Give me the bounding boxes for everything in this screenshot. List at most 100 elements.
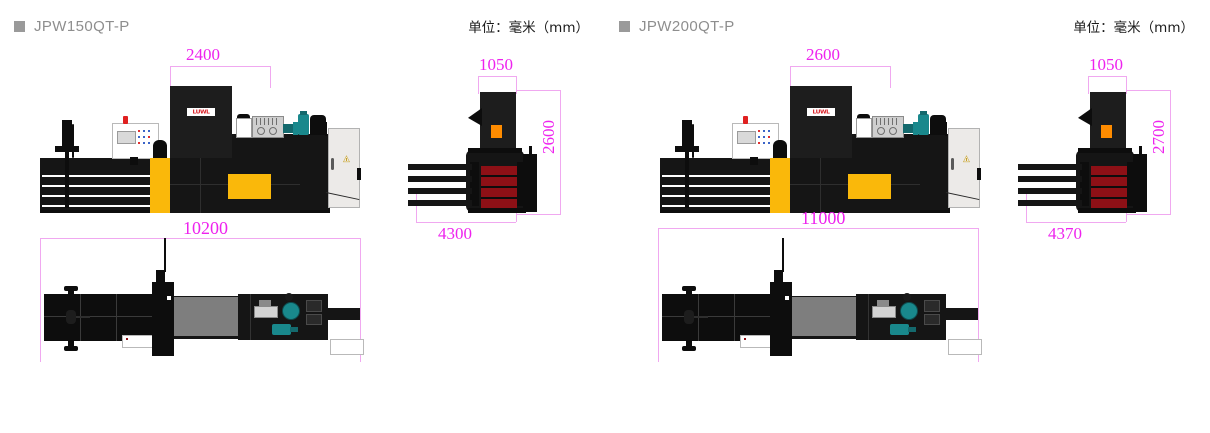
cooler-radiator: [872, 116, 904, 138]
hopper-indicator-badge: [491, 125, 502, 138]
brand-logo-text: LUWL: [192, 109, 210, 115]
plan-left-frame: [662, 294, 770, 341]
wire-channel-bar: [42, 185, 162, 187]
control-display-screen: [737, 131, 756, 144]
housing-top-rail: [1078, 148, 1132, 153]
plan-left-ledge: [122, 335, 154, 348]
radiator-port: [269, 127, 277, 135]
radiator-fin: [272, 118, 273, 125]
cabinet-door-handle[interactable]: [331, 158, 334, 170]
hydraulic-drum: [773, 140, 787, 160]
plan-tie-cap-top: [64, 286, 78, 291]
plan-ledge-marker: [126, 338, 128, 340]
oil-tank: [856, 118, 872, 138]
brand-logo-text: LUWL: [812, 109, 830, 115]
control-button[interactable]: [138, 130, 140, 132]
dim-ext-bottom-left: [416, 194, 417, 222]
plan-port-block: [924, 314, 940, 325]
plan-cooler: [872, 306, 896, 318]
control-button[interactable]: [138, 142, 140, 144]
plan-drive-motor: [272, 324, 291, 335]
left-actuator-base: [675, 146, 699, 152]
dim-side-top: 1050: [1089, 55, 1123, 74]
plan-deck-seam: [250, 294, 251, 340]
plan-tie-cap-bottom: [682, 346, 696, 351]
warning-exclamation: [965, 158, 967, 161]
control-button[interactable]: [143, 136, 145, 138]
control-button-grid: [138, 130, 154, 150]
plan-discharge-tray: [330, 339, 364, 355]
yellow-door-panel: [848, 174, 891, 199]
hopper-indicator-badge: [1101, 125, 1112, 138]
cabinet-side-latch: [977, 168, 981, 180]
control-button[interactable]: [143, 142, 145, 144]
drive-motor: [918, 114, 929, 135]
hydraulic-hose: [945, 122, 947, 136]
wire-channel-bar: [662, 185, 782, 187]
hopper-lip: [1078, 108, 1092, 126]
control-button-grid: [758, 130, 774, 150]
plan-gray-platform: [174, 297, 238, 336]
plan-view: 10200: [40, 219, 380, 378]
control-button[interactable]: [138, 136, 140, 138]
left-actuator-base: [55, 146, 79, 152]
control-button[interactable]: [763, 142, 765, 144]
control-button[interactable]: [758, 136, 760, 138]
control-button[interactable]: [758, 130, 760, 132]
plan-discharge-tray: [948, 339, 982, 355]
motor-cap: [920, 111, 927, 115]
wire-channel-bar: [408, 176, 472, 182]
wire-channel-group: [42, 168, 162, 208]
housing-top-rail: [468, 148, 522, 153]
bale-stack: [1091, 166, 1127, 210]
warning-exclamation: [345, 158, 347, 161]
plan-cooler-cap: [877, 300, 889, 306]
control-button[interactable]: [148, 136, 150, 138]
hydraulic-pump: [903, 124, 914, 133]
plan-view: 11000: [658, 209, 998, 378]
plan-gray-platform: [792, 297, 856, 336]
wire-channel-bar: [1018, 176, 1082, 182]
plan-tie-hub: [684, 310, 694, 324]
dim-line-length: [40, 238, 360, 239]
plan-seam: [44, 316, 152, 317]
bale-stack: [481, 166, 517, 210]
cabinet-door-handle[interactable]: [951, 158, 954, 170]
wire-channel-bar: [42, 205, 162, 207]
control-button[interactable]: [763, 136, 765, 138]
plan-tower-stub: [156, 270, 165, 284]
press-tower: [170, 86, 232, 160]
control-button[interactable]: [768, 130, 770, 132]
dim-line-length: [658, 228, 978, 229]
drawing-panel-jpw200: JPW200QT-P 单位：毫米（mm） 2600: [605, 0, 1210, 433]
square-marker-icon: [14, 21, 25, 32]
dim-side-top: 1050: [479, 55, 513, 74]
dim-ext-left: [170, 66, 171, 88]
control-button[interactable]: [758, 142, 760, 144]
power-pack-platform: [852, 134, 950, 160]
dim-line-bottom: [1026, 222, 1126, 223]
side-outrigger: [1133, 154, 1147, 212]
plan-fan-hub: [903, 293, 911, 301]
dim-line-bottom: [416, 222, 516, 223]
control-button[interactable]: [148, 142, 150, 144]
cabinet-stand: [750, 157, 758, 165]
plan-seam: [116, 294, 117, 341]
control-button[interactable]: [143, 130, 145, 132]
panel-title: JPW150QT-P: [34, 18, 130, 35]
control-button[interactable]: [768, 136, 770, 138]
dim-ext-plan-left: [40, 238, 41, 362]
plan-drive-motor: [890, 324, 909, 335]
cooler-radiator: [252, 116, 284, 138]
control-button[interactable]: [768, 142, 770, 144]
frame-post-right: [1127, 162, 1136, 206]
wire-channel-bar: [662, 175, 782, 177]
dim-line-width: [790, 66, 891, 67]
hydraulic-drum: [153, 140, 167, 160]
control-button[interactable]: [148, 130, 150, 132]
dim-ext-plan-right: [360, 238, 361, 362]
control-button[interactable]: [763, 130, 765, 132]
side-section-view: 1050 2700 4370: [1018, 56, 1193, 242]
bale-divider: [481, 186, 517, 188]
radiator-port: [257, 127, 265, 135]
